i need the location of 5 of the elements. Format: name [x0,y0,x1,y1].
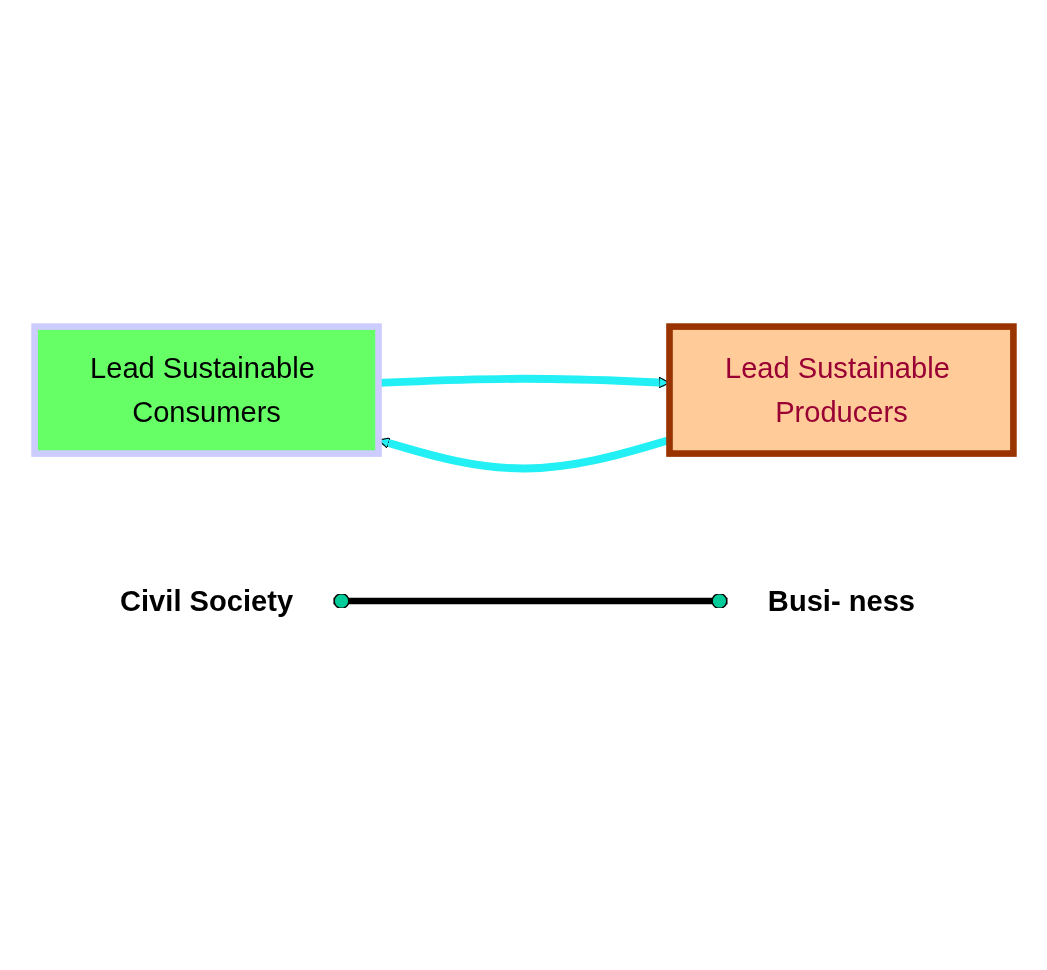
connector [332,593,728,610]
node-text: Busi- ness [767,584,915,618]
node-box: Lead Sustainable Consumers [30,323,382,458]
node-box: Lead Sustainable Producers [665,323,1017,458]
node-text: Civil Society [119,584,293,618]
